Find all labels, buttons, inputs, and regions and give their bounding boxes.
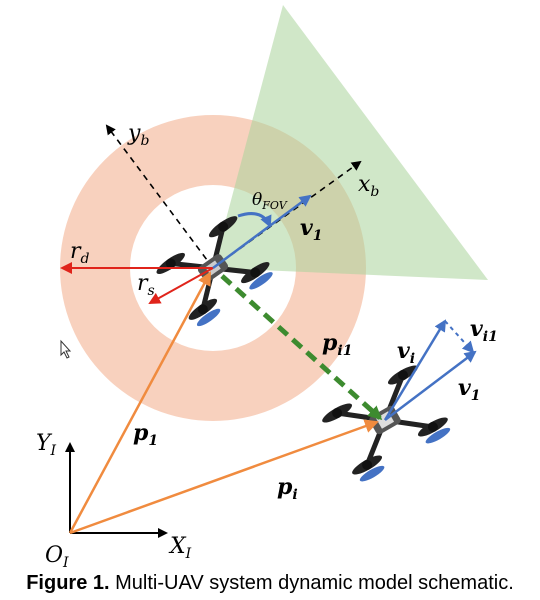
label-v1-right: v1 (458, 375, 481, 404)
label-O-I: OI (45, 543, 69, 571)
label-v1-top: v1 (300, 215, 323, 244)
rs-vector (148, 267, 214, 304)
y-b-axis (105, 124, 214, 269)
caption-label: Figure 1. (26, 572, 110, 594)
label-theta-fov: θFOV (252, 190, 288, 212)
label-p-i: pi (277, 474, 298, 503)
caption-text: Multi-UAV system dynamic model schematic… (115, 572, 514, 594)
pi1-vector (220, 274, 383, 421)
fov-cone (213, 5, 488, 280)
label-v-i: vi (397, 338, 415, 367)
figure-caption: Figure 1. Multi-UAV system dynamic model… (0, 572, 540, 600)
p1-vector (68, 271, 212, 534)
label-p-1: p1 (133, 420, 158, 449)
label-v-i1: vi1 (470, 316, 498, 345)
theta-fov-arc (237, 212, 272, 228)
label-r-d: rd (70, 239, 90, 267)
label-x-b: xb (358, 172, 379, 200)
label-r-s: rs (137, 271, 155, 299)
v1-vector-right (384, 350, 477, 421)
label-Y-I: YI (36, 431, 57, 459)
vi1-vector (444, 320, 475, 354)
v1-vector-top (212, 194, 312, 270)
label-X-I: XI (168, 534, 192, 562)
cursor-icon (60, 339, 72, 359)
vi-vector (383, 319, 447, 421)
label-p-i1: pi1 (322, 330, 352, 359)
pi-vector (69, 419, 379, 535)
label-y-b: yb (127, 121, 149, 149)
